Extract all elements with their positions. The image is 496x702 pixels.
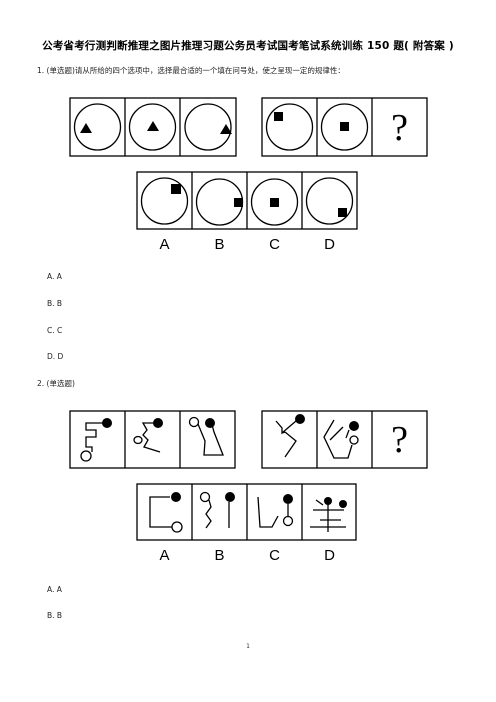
q2-fig-5 [323,419,359,459]
question-1-number: 1. [37,66,45,75]
q1-option-a[interactable]: A. A [47,272,62,281]
q2-label-a: A [159,547,169,564]
q1-answers [136,171,358,230]
q1-label-d: D [324,236,335,253]
document-title: 公考省考行测判断推理之图片推理习题公务员考试国考笔试系统训练 150 题( 附答… [42,40,454,52]
q2-answers [136,483,357,541]
q1-option-c[interactable]: C. C [47,326,63,335]
q2-fig-1 [80,422,104,462]
q2-answer-b [199,491,230,529]
q2-answer-d [310,499,346,532]
q1-answer-d-square [338,208,347,217]
question-1-prompt: 1. (单选题)请从所给的四个选项中，选择最合适的一个填在问号处，使之呈现一定的… [37,65,345,76]
q2-label-d: D [324,547,335,564]
q1-option-b[interactable]: B. B [47,299,63,308]
q1-square-1 [274,112,283,121]
q1-triangle-3 [220,124,232,134]
q1-triangle-2 [147,121,159,131]
q1-answer-c-square [270,198,279,207]
q2-option-b[interactable]: B. B [47,611,63,620]
q1-answer-a-square [171,184,181,194]
q2-label-b: B [214,547,224,564]
page-number: 1 [246,643,250,650]
q2-sequence-right [261,410,428,469]
question-2-prompt: 2. (单选题) [37,378,75,389]
q2-answer-c [257,496,294,528]
question-1-text: (单选题)请从所给的四个选项中，选择最合适的一个填在问号处，使之呈现一定的规律性… [46,66,345,75]
q1-sequence-right [261,97,428,157]
q2-fig-3 [188,416,224,456]
q1-sequence-left [69,97,237,157]
question-2-text: (单选题) [46,379,75,388]
q2-option-a[interactable]: A. A [47,585,62,594]
q1-question-mark: ? [391,107,408,149]
q1-triangle-1 [80,123,92,133]
q2-question-mark: ? [391,419,408,461]
q1-square-2 [340,122,349,131]
question-2-number: 2. [37,379,45,388]
q2-answer-a [149,496,183,533]
q1-label-c: C [269,236,280,253]
q2-fig-2 [133,422,161,453]
q1-label-a: A [159,236,169,253]
q1-option-d[interactable]: D. D [47,352,64,361]
q2-sequence-left [69,410,236,469]
q2-label-c: C [269,547,280,564]
q2-fig-4 [275,420,297,458]
q1-label-b: B [214,236,224,253]
q1-answer-b-square [234,198,243,207]
